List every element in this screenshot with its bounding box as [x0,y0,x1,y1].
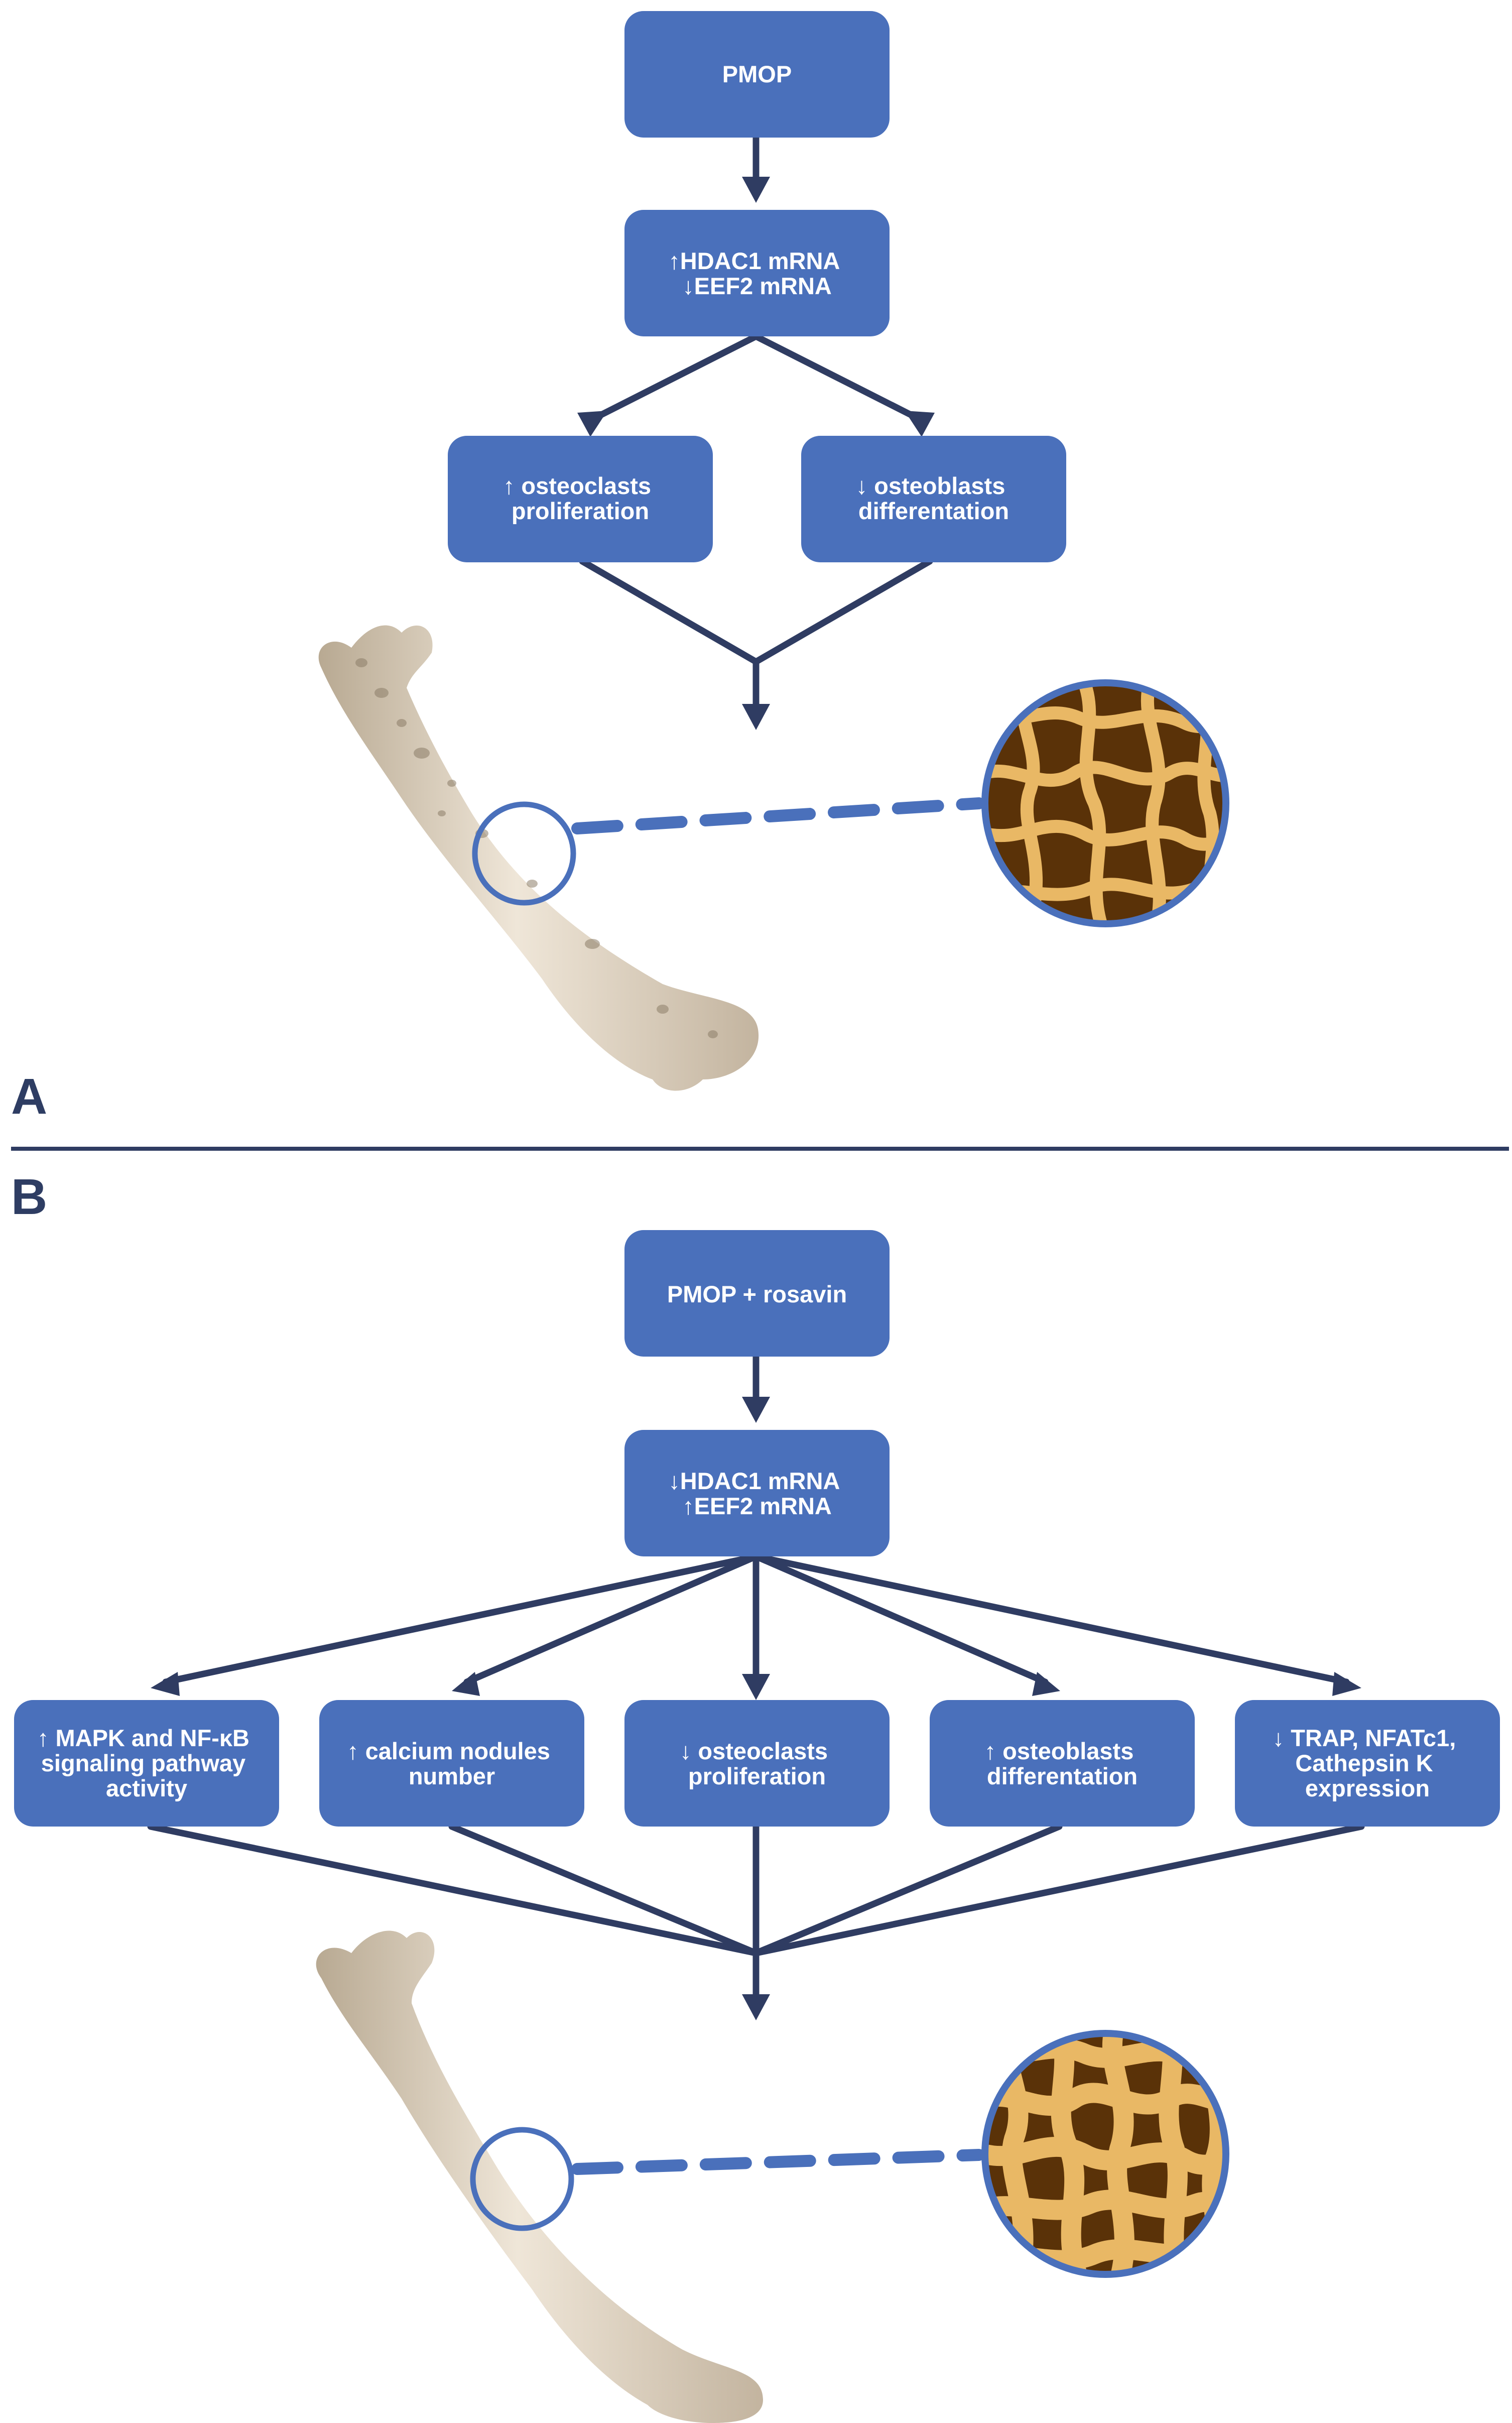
arrowhead-icon [1032,1672,1060,1696]
magnifier-dashed-line [571,2149,985,2175]
box-mrna-b: ↓HDAC1 mRNA ↑EEF2 mRNA [624,1430,890,1556]
arrowhead-icon [151,1672,180,1696]
panel-a-arrowheads [577,177,935,730]
effect-4-line-2: differentation [987,1763,1138,1789]
effect-box-calcium: ↑ calcium nodules number [319,1700,584,1827]
panel-b-letter: B [11,1169,47,1225]
panel-b-connectors [147,1352,1365,2002]
svg-text:↑ MAPK and NF-κB signa: ↑ MAPK and NF-κB signaling pathway activ… [37,1725,256,1801]
mrna-a-line-2: ↓EEF2 mRNA [682,273,832,299]
osteoclasts-a-line-1: ↑ osteoclasts [503,472,651,499]
svg-text:↑ calcium nodules numb: ↑ calcium nodules number [347,1738,557,1789]
effect-4-line-1: ↑ osteoblasts [984,1738,1134,1764]
effect-5-line-2: Cathepsin K [1295,1750,1433,1776]
osteoblasts-a-line-2: differentation [858,498,1009,524]
mrna-a-line-1: ↑HDAC1 mRNA [668,248,839,274]
arrow-mrna-to-effect-4 [752,1553,1049,1685]
arrowhead-icon [742,1994,770,2020]
panel-b-arrowheads [151,1397,1361,2020]
connector-effect-2-merge [448,1823,760,1957]
box-osteoclasts-a: ↑ osteoclasts proliferation [448,436,713,562]
magnifier-circle-icon [470,2127,574,2231]
panel-a: PMOP ↑HDAC1 mRNA ↓EEF2 mRNA ↑ osteoclast… [11,11,1229,1125]
effect-1-line-1: ↑ MAPK and NF-κB [37,1725,249,1751]
svg-text:↓ TRAP, NFATc1, Cathep: ↓ TRAP, NFATc1, Cathepsin K expression [1273,1725,1463,1801]
trabecular-bone-detail-icon [981,679,1229,927]
arrowhead-icon [905,411,935,437]
svg-text:↓HDAC1 mRNA ↑EEF2 mRNA: ↓HDAC1 mRNA ↑EEF2 mRNA [668,1468,845,1519]
box-pmop-rosavin-label: PMOP + rosavin [667,1281,847,1307]
box-pmop: PMOP [624,11,890,138]
arrow-mrna-to-osteoclasts [594,333,760,420]
effect-1-line-2: signaling pathway [41,1750,245,1776]
effect-3-line-2: proliferation [688,1763,826,1789]
arrow-mrna-to-effect-5 [752,1553,1350,1685]
svg-text:↓ osteoclasts prolifer: ↓ osteoclasts proliferation [680,1738,834,1789]
effect-2-line-2: number [409,1763,495,1789]
panel-a-letter: A [11,1068,47,1125]
arrowhead-icon [742,1397,770,1423]
connector-osteoclasts-merge [579,558,760,665]
effect-5-line-1: ↓ TRAP, NFATc1, [1273,1725,1456,1751]
effect-box-osteoblasts: ↑ osteoblasts differentation [930,1700,1195,1827]
effect-5-line-3: expression [1305,1775,1430,1801]
connector-effect-4-merge [752,1823,1063,1957]
svg-text:↓ osteoblasts differen: ↓ osteoblasts differentation [856,472,1012,524]
arrowhead-icon [577,411,607,437]
trabecular-bone-detail-icon [981,2030,1229,2278]
effect-1-line-3: activity [106,1775,187,1801]
osteoblasts-a-line-1: ↓ osteoblasts [856,472,1005,499]
effect-box-mapk: ↑ MAPK and NF-κB signaling pathway activ… [14,1700,279,1827]
panel-b: B PMOP + rosavin [11,1169,1500,2423]
osteoclasts-a-line-2: proliferation [512,498,649,524]
svg-text:↑ osteoblasts differen: ↑ osteoblasts differentation [984,1738,1141,1789]
connector-effect-5-merge [752,1823,1365,1957]
arrowhead-icon [1332,1672,1361,1696]
arrow-mrna-to-effect-2 [463,1553,760,1685]
arrowhead-icon [452,1672,480,1696]
effect-3-line-1: ↓ osteoclasts [680,1738,828,1764]
svg-text:↑ osteoclasts prolifer: ↑ osteoclasts proliferation [503,472,658,524]
mrna-b-line-1: ↓HDAC1 mRNA [668,1468,839,1494]
effect-box-trap: ↓ TRAP, NFATc1, Cathepsin K expression [1235,1700,1500,1827]
mrna-b-line-2: ↑EEF2 mRNA [682,1493,832,1519]
arrow-mrna-to-osteoblasts [752,333,918,420]
connector-osteoblasts-merge [752,558,933,665]
arrowhead-icon [742,177,770,203]
effect-box-osteoclasts: ↓ osteoclasts proliferation [624,1700,890,1827]
bone-illustration-icon [318,625,759,1091]
box-pmop-label: PMOP [722,61,792,87]
bone-illustration-icon [316,1930,763,2423]
magnifier-dashed-line [571,797,985,834]
box-pmop-rosavin: PMOP + rosavin [624,1230,890,1357]
arrow-mrna-to-effect-1 [162,1553,760,1685]
arrowhead-icon [742,1674,770,1700]
svg-text:↑HDAC1 mRNA ↓EEF2 mRNA: ↑HDAC1 mRNA ↓EEF2 mRNA [668,248,845,299]
box-osteoblasts-a: ↓ osteoblasts differentation [801,436,1066,562]
connector-effect-1-merge [147,1823,760,1957]
effect-2-line-1: ↑ calcium nodules [347,1738,550,1764]
magnifier-circle-icon [472,801,576,906]
box-mrna-a: ↑HDAC1 mRNA ↓EEF2 mRNA [624,210,890,336]
panel-a-connectors [579,132,933,711]
arrowhead-icon [742,704,770,730]
